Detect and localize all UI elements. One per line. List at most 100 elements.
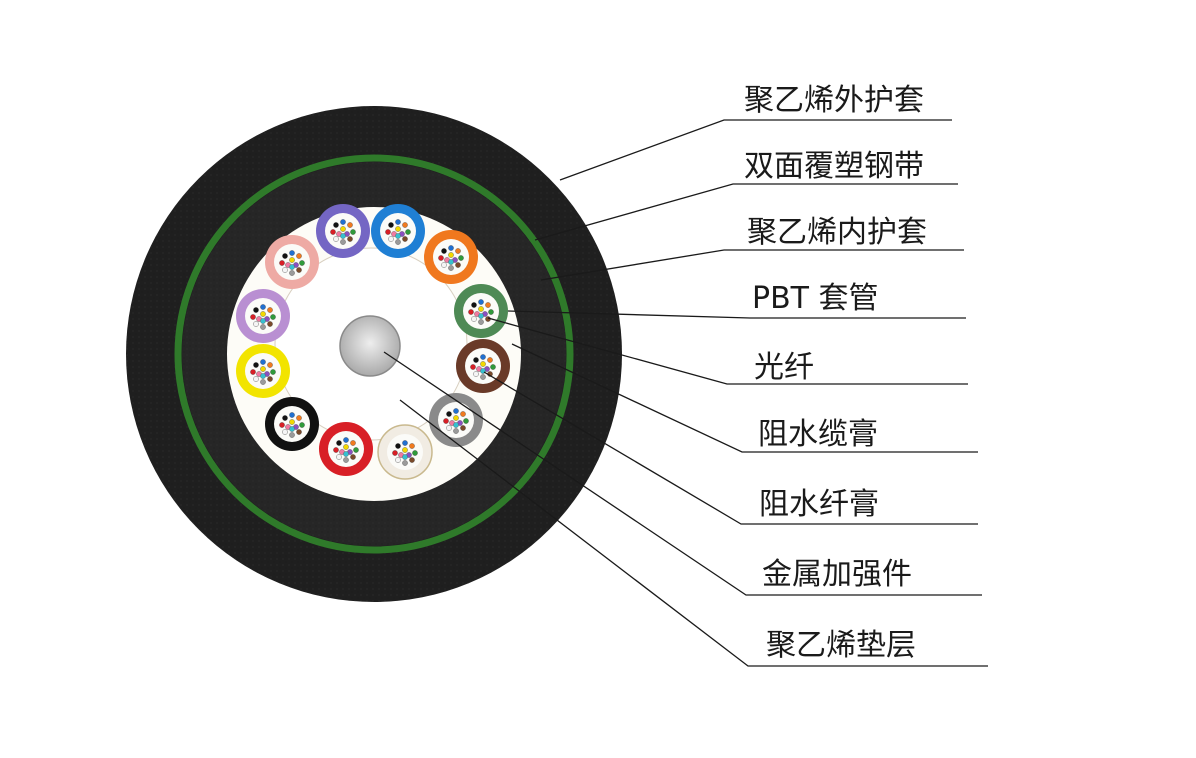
optical-fiber <box>446 411 452 417</box>
optical-fiber <box>296 415 302 421</box>
pbt-tube <box>456 339 510 393</box>
optical-fiber <box>488 309 494 315</box>
label-inner-sheath: 聚乙烯内护套 <box>747 215 927 250</box>
optical-fiber <box>490 364 496 370</box>
optical-fiber <box>412 450 418 456</box>
optical-fiber <box>392 450 398 456</box>
optical-fiber <box>289 432 295 438</box>
pbt-tube <box>424 230 478 284</box>
optical-fiber <box>448 245 454 251</box>
optical-fiber <box>395 239 401 245</box>
leader-line-steel-tape <box>534 183 958 241</box>
optical-fiber <box>336 454 342 460</box>
optical-fiber <box>468 309 474 315</box>
optical-fiber <box>299 260 305 266</box>
optical-fiber <box>250 314 256 320</box>
optical-fiber <box>340 239 346 245</box>
optical-fiber <box>350 440 356 446</box>
pbt-tube <box>316 204 370 258</box>
optical-fiber <box>282 429 288 435</box>
label-cable-gel: 阻水缆膏 <box>758 417 878 452</box>
optical-fiber <box>388 222 394 228</box>
optical-fiber <box>282 267 288 273</box>
optical-fiber <box>405 229 411 235</box>
optical-fiber <box>347 222 353 228</box>
optical-fiber <box>282 253 288 259</box>
optical-fiber <box>460 411 466 417</box>
pbt-tube <box>454 284 508 338</box>
optical-fiber <box>455 262 461 268</box>
optical-fiber <box>260 311 266 317</box>
label-strength-member: 金属加强件 <box>762 557 912 592</box>
optical-fiber <box>460 425 466 431</box>
optical-fiber <box>333 447 339 453</box>
leader-line-strength-member <box>383 351 982 596</box>
optical-fiber <box>343 437 349 443</box>
optical-fiber <box>443 418 449 424</box>
steel-tape-ring <box>174 154 574 554</box>
optical-fiber <box>395 443 401 449</box>
optical-fiber <box>455 248 461 254</box>
optical-fiber <box>402 236 408 242</box>
optical-fiber <box>289 412 295 418</box>
optical-fiber <box>485 302 491 308</box>
pbt-tube <box>319 422 373 476</box>
optical-fiber <box>473 357 479 363</box>
optical-fiber <box>289 257 295 263</box>
optical-fiber <box>448 259 454 265</box>
callout-labels: 聚乙烯外护套 双面覆塑钢带 聚乙烯内护套 PBT 套管 光纤 阻水缆膏 阻水纤膏… <box>744 83 927 663</box>
optical-fiber <box>395 226 401 232</box>
optical-fiber <box>260 366 266 372</box>
optical-fiber <box>260 318 266 324</box>
optical-fiber <box>289 264 295 270</box>
optical-fiber <box>402 454 408 460</box>
optical-fiber <box>343 444 349 450</box>
optical-fiber <box>395 457 401 463</box>
leader-line-inner-sheath <box>540 249 964 281</box>
metal-strength-member <box>339 315 401 377</box>
optical-fiber <box>385 229 391 235</box>
optical-fiber <box>353 447 359 453</box>
label-steel-tape: 双面覆塑钢带 <box>744 149 924 184</box>
optical-fiber <box>267 307 273 313</box>
optical-fiber <box>409 457 415 463</box>
optical-fiber <box>402 222 408 228</box>
optical-fiber <box>267 321 273 327</box>
pbt-tube <box>371 204 425 258</box>
optical-fiber <box>350 454 356 460</box>
optical-fiber <box>453 422 459 428</box>
optical-fiber <box>296 267 302 273</box>
optical-fiber <box>279 260 285 266</box>
pbt-tube <box>236 289 290 343</box>
optical-fiber <box>448 265 454 271</box>
optical-fiber <box>253 362 259 368</box>
optical-fiber <box>270 369 276 375</box>
optical-fiber <box>478 319 484 325</box>
optical-fiber <box>350 229 356 235</box>
optical-fiber <box>260 379 266 385</box>
optical-fiber <box>402 447 408 453</box>
optical-fiber <box>282 415 288 421</box>
pbt-tube <box>429 393 483 447</box>
optical-fiber <box>333 236 339 242</box>
optical-fiber <box>250 369 256 375</box>
optical-fiber <box>289 426 295 432</box>
pbt-tubes-group <box>236 204 510 480</box>
optical-fiber <box>438 255 444 261</box>
optical-fiber <box>330 229 336 235</box>
optical-fiber <box>453 408 459 414</box>
label-pbt-tube: PBT 套管 <box>752 281 879 316</box>
optical-fiber <box>289 419 295 425</box>
optical-fiber <box>388 236 394 242</box>
optical-fiber <box>458 255 464 261</box>
optical-fiber <box>441 248 447 254</box>
optical-fiber <box>446 425 452 431</box>
pbt-tube <box>265 235 319 289</box>
optical-fiber <box>395 233 401 239</box>
pbt-tube <box>236 344 290 398</box>
pbt-tube <box>265 397 319 451</box>
optical-fiber <box>441 262 447 268</box>
leader-lines <box>383 119 988 667</box>
leader-line-fiber-gel <box>483 371 978 525</box>
optical-fiber <box>478 299 484 305</box>
